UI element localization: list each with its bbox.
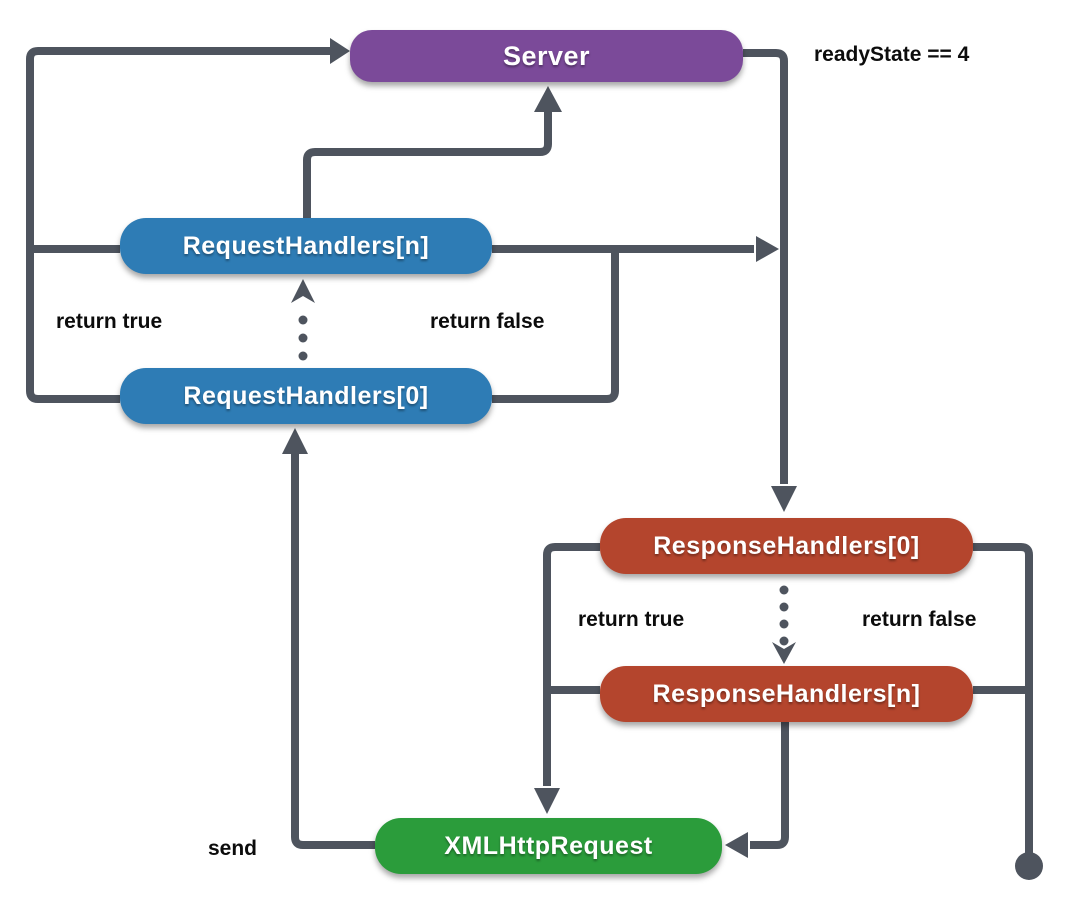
node-response-handlers-0: ResponseHandlers[0] (600, 518, 973, 574)
label-request-return-false: return false (430, 310, 545, 333)
arrowhead-into-server-left (330, 38, 350, 64)
arrowhead-request-return-false (756, 236, 779, 262)
node-request-handlers-n: RequestHandlers[n] (120, 218, 492, 274)
label-send: send (208, 837, 258, 860)
node-xml-http-request: XMLHttpRequest (375, 818, 722, 874)
edge-response-handlers-n-to-xhr (750, 722, 789, 849)
arrowhead-response-chain-down (772, 642, 796, 664)
ellipsis-dots-request (298, 315, 308, 361)
terminator-circle (1015, 852, 1043, 880)
ellipsis-dots-response (779, 585, 789, 646)
arrowhead-into-request-handlers-0-bottom (282, 428, 308, 454)
edge-request-handlers-n-to-server (303, 112, 552, 220)
edge-response-return-false-chain (973, 543, 1033, 856)
edge-request-handlers-0-return-false (492, 249, 619, 403)
label-ready-state: readyState == 4 (814, 43, 970, 66)
arrowhead-into-xhr-right (725, 832, 748, 858)
arrowhead-request-chain-up (291, 279, 315, 303)
arrowhead-into-response-handlers-0 (771, 486, 797, 512)
label-response-return-false: return false (862, 608, 977, 631)
arrowhead-into-xhr-top (534, 788, 560, 814)
node-response-handlers-n: ResponseHandlers[n] (600, 666, 973, 722)
edge-server-to-response-handlers-0 (743, 49, 788, 484)
node-request-handlers-0: RequestHandlers[0] (120, 368, 492, 424)
edge-request-return-true-to-server (26, 47, 330, 403)
label-request-return-true: return true (56, 310, 163, 333)
edge-send-xhr-to-request-handlers-0 (291, 454, 375, 849)
edge-response-return-true-to-xhr (543, 543, 600, 786)
label-response-return-true: return true (578, 608, 685, 631)
node-server: Server (350, 30, 743, 82)
arrowhead-into-server-bottom (534, 86, 562, 112)
